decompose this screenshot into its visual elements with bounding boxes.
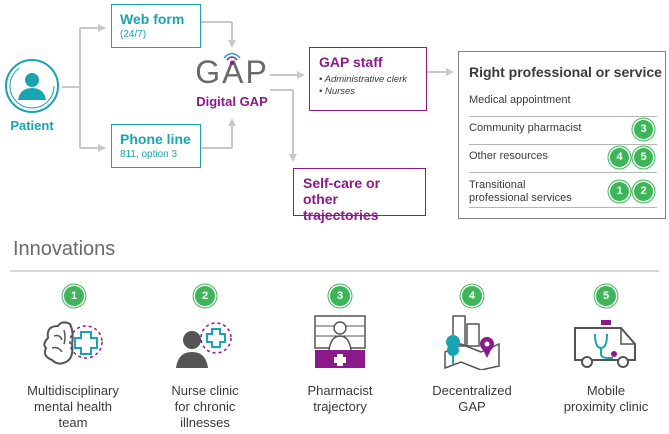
innovation-number: 2 <box>195 286 215 306</box>
gap-staff-box: GAP staff • Administrative clerk • Nurse… <box>309 47 427 111</box>
phone-line-box: Phone line 811, option 3 <box>111 124 201 168</box>
service-label: Transitional <box>469 179 526 191</box>
gap-staff-bullet: • Nurses <box>319 86 356 97</box>
patient-icon <box>4 58 60 114</box>
web-form-sub: (24/7) <box>120 29 147 40</box>
services-title: Right professional or service <box>469 64 662 80</box>
self-care-box: Self-care or other trajectories <box>293 168 426 223</box>
phone-line-title: Phone line <box>120 131 191 147</box>
service-row: Transitional professional services 1 2 <box>469 179 657 208</box>
map-location-icon <box>441 312 503 371</box>
service-row: Community pharmacist 3 <box>469 120 657 145</box>
service-label: Other resources <box>469 150 548 162</box>
innovations-heading: Innovations <box>13 238 116 260</box>
gap-logo: GAP <box>192 52 272 92</box>
ambulance-icon <box>569 318 643 370</box>
patient-label: Patient <box>10 118 54 133</box>
service-row: Other resources 4 5 <box>469 148 657 173</box>
innovation-number: 3 <box>330 286 350 306</box>
gap-staff-bullet: • Administrative clerk <box>319 74 407 85</box>
badge-3: 3 <box>634 120 653 139</box>
person-medical-icon <box>172 318 238 370</box>
service-row: Medical appointment <box>469 94 657 117</box>
innovation-number: 5 <box>596 286 616 306</box>
badge-1: 1 <box>610 182 629 201</box>
web-form-title: Web form <box>120 11 185 27</box>
services-box: Right professional or service Medical ap… <box>458 51 666 219</box>
gap-logo-caption: Digital GAP <box>196 94 268 109</box>
self-care-line2: other trajectories <box>303 191 379 223</box>
badge-4: 4 <box>610 148 629 167</box>
brain-medical-icon <box>40 318 106 370</box>
service-label: Medical appointment <box>469 94 571 106</box>
gap-logo-text: GAP <box>195 54 269 90</box>
badge-5: 5 <box>634 148 653 167</box>
service-label: professional services <box>469 192 572 204</box>
innovation-number: 1 <box>64 286 84 306</box>
phone-line-sub: 811, option 3 <box>120 149 178 160</box>
innovation-number: 4 <box>462 286 482 306</box>
self-care-line1: Self-care or <box>303 175 381 191</box>
signal-icon <box>223 52 241 65</box>
gap-staff-title: GAP staff <box>319 54 383 70</box>
pharmacist-icon <box>311 314 369 370</box>
web-form-box: Web form (24/7) <box>111 4 201 48</box>
badge-2: 2 <box>634 182 653 201</box>
service-label: Community pharmacist <box>469 122 582 134</box>
